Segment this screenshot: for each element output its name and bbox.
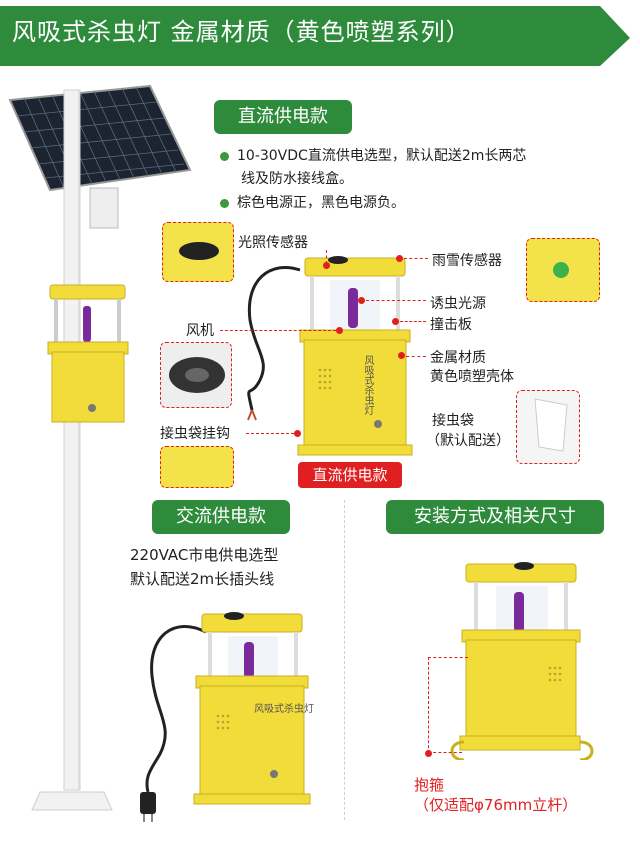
rain-sensor-icon	[553, 262, 569, 278]
rain-sensor-label: 雨雪传感器	[432, 253, 502, 269]
lure-lamp-leader	[366, 300, 426, 301]
dc-bullet-2: 棕色电源正，黑色电源负。	[220, 192, 405, 212]
dc-device-illustration	[247, 256, 413, 456]
clamp-dot	[425, 750, 432, 757]
bag-hook-leader	[246, 433, 294, 434]
install-section-label: 安装方式及相关尺寸	[386, 500, 604, 534]
install-top-dim	[428, 657, 468, 658]
ac-device-illustration	[140, 612, 311, 822]
ac-line1: 220VAC市电供电选型	[130, 546, 279, 564]
ac-section-label: 交流供电款	[152, 500, 290, 534]
fan-thumbnail	[160, 342, 232, 408]
light-sensor-icon	[179, 242, 219, 260]
bag-icon	[534, 398, 568, 452]
impact-plate-dot	[392, 318, 399, 325]
install-side-dim	[428, 657, 429, 753]
clamp-label: 抱箍	[414, 776, 445, 794]
ac-line2: 默认配送2m长插头线	[130, 570, 275, 588]
header-banner	[0, 6, 630, 66]
rain-sensor-dot	[396, 255, 403, 262]
solar-pole-illustration	[8, 84, 192, 811]
bag-hook-thumbnail	[160, 446, 234, 488]
shell-leader	[406, 356, 426, 357]
impact-plate-leader	[400, 321, 426, 322]
dc-model-tag: 直流供电款	[298, 462, 402, 488]
dc-device-text: 风吸式杀虫灯	[362, 355, 373, 415]
dc-section-label: 直流供电款	[214, 100, 352, 134]
dc-bullet-1-line1: 10-30VDC直流供电选型，默认配送2m长两芯	[220, 145, 526, 165]
bag-label-line1: 接虫袋	[432, 413, 474, 429]
lure-lamp-dot	[358, 297, 365, 304]
lure-lamp-label: 诱虫光源	[430, 296, 486, 312]
shell-dot	[398, 352, 405, 359]
light-sensor-thumbnail	[162, 222, 234, 282]
bag-hook-dot	[294, 430, 301, 437]
fan-icon	[169, 357, 225, 393]
rain-sensor-leader	[404, 258, 428, 259]
install-device-illustration	[450, 562, 594, 760]
bag-label-line2: （默认配送）	[426, 433, 510, 449]
ac-device-text: 风吸式杀虫灯	[254, 704, 314, 715]
bag-hook-label: 接虫袋挂钩	[160, 426, 230, 442]
impact-plate-label: 撞击板	[430, 317, 472, 333]
dc-bullet-1-line2: 线及防水接线盒。	[241, 171, 353, 187]
light-sensor-leader	[326, 250, 327, 264]
shell-label-line1: 金属材质	[430, 350, 486, 366]
fan-dot	[336, 327, 343, 334]
light-sensor-label: 光照传感器	[238, 235, 308, 251]
page-title: 风吸式杀虫灯 金属材质（黄色喷塑系列）	[12, 18, 471, 46]
fan-label: 风机	[186, 323, 214, 339]
fan-leader	[220, 330, 336, 331]
bag-thumbnail	[516, 390, 580, 464]
bullet-dot-icon	[220, 151, 229, 161]
install-bottom-dim	[428, 752, 462, 753]
light-sensor-dot	[323, 262, 330, 269]
section-divider	[344, 500, 345, 820]
shell-label-line2: 黄色喷塑壳体	[430, 369, 514, 385]
bullet-dot-icon	[220, 198, 229, 208]
rain-sensor-thumbnail	[526, 238, 600, 302]
clamp-note: （仅适配φ76mm立杆）	[414, 796, 578, 814]
